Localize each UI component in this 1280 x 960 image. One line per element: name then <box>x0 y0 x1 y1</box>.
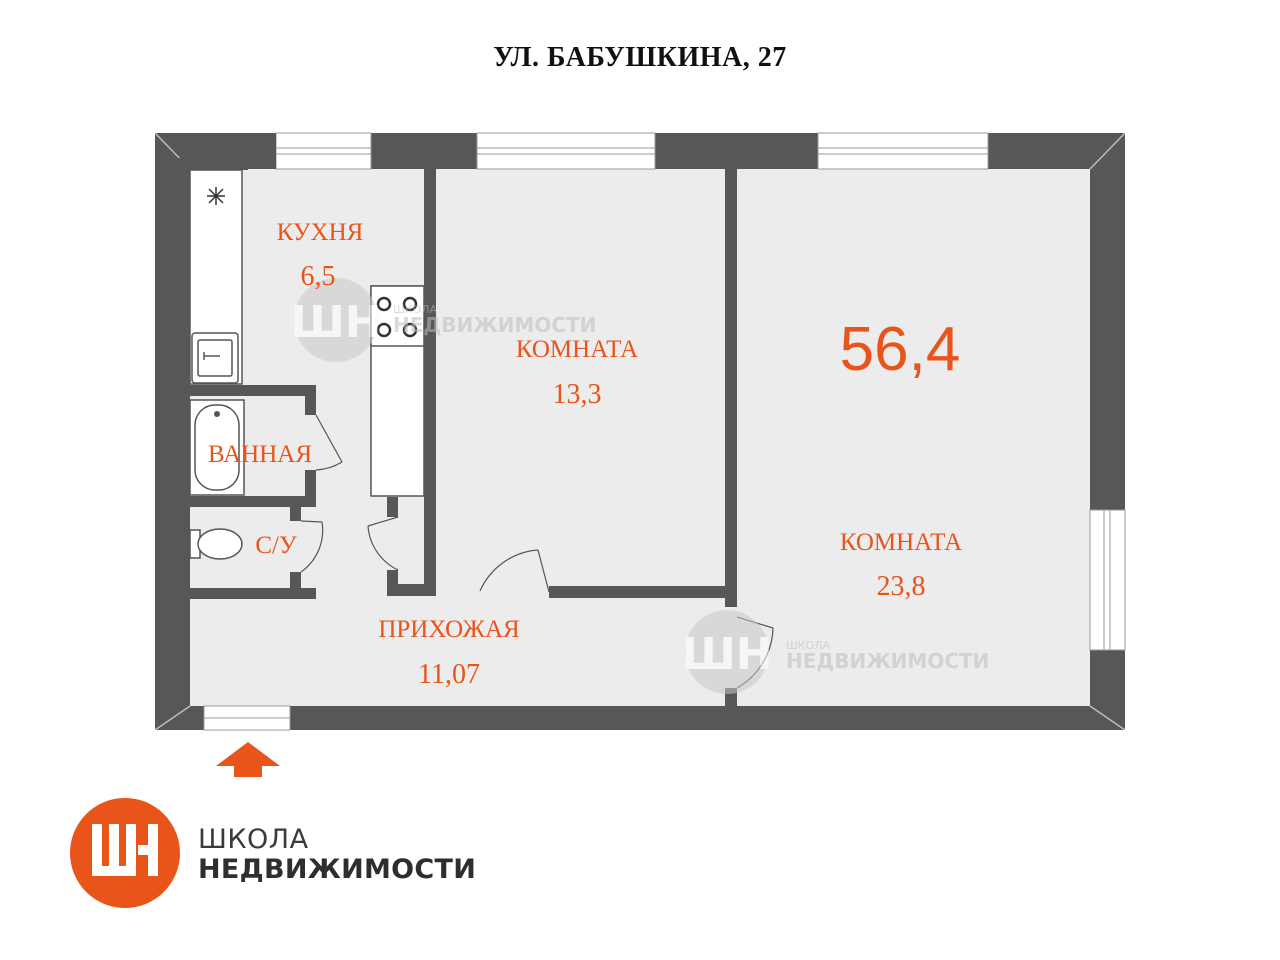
room1-area: 13,3 <box>553 379 602 410</box>
bathroom-name: ВАННАЯ <box>208 441 312 468</box>
watermark-kitchen: ШН ШКОЛА НЕДВИЖИМОСТИ <box>290 278 596 362</box>
windows <box>248 132 1126 651</box>
kitchen-name: КУХНЯ <box>277 219 364 246</box>
bathtub-icon <box>189 399 245 496</box>
sink-icon <box>191 332 239 384</box>
kitchen-notch <box>178 158 248 170</box>
room2-name: КОМНАТА <box>840 529 962 556</box>
logo-text-line2: НЕДВИЖИМОСТИ <box>198 854 477 885</box>
entrance-arrow-icon <box>216 742 280 777</box>
kitchen-notch-side <box>178 158 190 228</box>
doors <box>300 414 774 689</box>
address-title: УЛ. БАБУШКИНА, 27 <box>493 42 787 73</box>
room2-area: 23,8 <box>877 571 926 602</box>
watermark-hall: ШН ШКОЛА НЕДВИЖИМОСТИ <box>681 610 989 694</box>
logo-icon <box>70 798 180 908</box>
toilet-name: С/У <box>255 532 297 559</box>
room1-name: КОМНАТА <box>516 336 638 363</box>
toilet-icon <box>189 528 243 560</box>
watermark-line2: НЕДВИЖИМОСТИ <box>393 313 596 337</box>
kitchen-area: 6,5 <box>301 261 336 292</box>
svg-text:ШН: ШН <box>681 629 772 680</box>
watermark-line2: НЕДВИЖИМОСТИ <box>786 649 989 673</box>
total-area: 56,4 <box>840 315 961 384</box>
hallway-area: 11,07 <box>418 659 480 690</box>
floor-area <box>190 169 1090 706</box>
fan-icon <box>207 187 225 205</box>
svg-text:ШН: ШН <box>290 297 381 348</box>
logo-text-line1: ШКОЛА <box>198 824 309 855</box>
stove-icon <box>370 285 425 347</box>
watermark-line1: ШКОЛА <box>393 303 438 316</box>
hallway-name: ПРИХОЖАЯ <box>378 616 519 643</box>
watermark-line1: ШКОЛА <box>786 639 831 652</box>
